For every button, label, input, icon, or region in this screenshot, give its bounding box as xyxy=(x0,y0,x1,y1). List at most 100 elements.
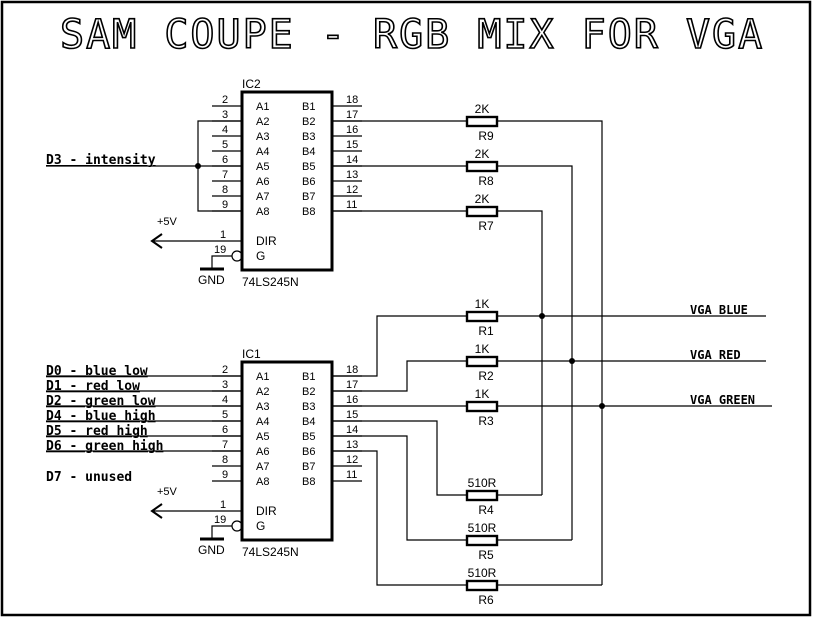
ic2-a-pin-number: 9 xyxy=(222,199,228,211)
ic2-vcc-label: +5V xyxy=(157,216,178,228)
ic1-a-pin-number: 5 xyxy=(222,409,228,421)
ic1-gnd-label: GND xyxy=(198,543,225,557)
ic1-b-pin-number: 14 xyxy=(346,424,358,436)
junction-green xyxy=(599,403,605,409)
ic2-a-pin-number: 4 xyxy=(222,124,228,136)
input-signal-label: D1 - red low xyxy=(46,379,140,394)
ic2-a-pin-label: A1 xyxy=(256,101,269,113)
ic2-a-pin-number: 5 xyxy=(222,139,228,151)
ic2-b-pin-number: 16 xyxy=(346,124,358,136)
ic2-b-pin-number: 15 xyxy=(346,139,358,151)
resistor-r7: 2K R7 xyxy=(465,192,499,233)
ic2-ref: IC2 xyxy=(242,77,261,91)
ic1-b-pin-label: B5 xyxy=(302,431,315,443)
ic1-b-pin-number: 18 xyxy=(346,364,358,376)
resistor-icon xyxy=(465,310,499,323)
ic1-a-pin-label: A5 xyxy=(256,431,269,443)
ic1-b-pin-number: 16 xyxy=(346,394,358,406)
ic1-dir-label: DIR xyxy=(256,504,277,518)
ic1-b-pin-label: B8 xyxy=(302,476,315,488)
input-signal-label: D2 - green low xyxy=(46,394,156,409)
ic2-g-label: G xyxy=(256,249,265,263)
ic2-b-pin-number: 11 xyxy=(346,199,357,211)
ic1-g-wire xyxy=(211,525,232,538)
ic1-b4-wire xyxy=(332,420,466,496)
ic2-a-pin-label: A5 xyxy=(256,161,269,173)
ic2-b-pin-label: B4 xyxy=(302,146,315,158)
ic1-a-pin-label: A2 xyxy=(256,386,269,398)
ic1: IC1 74LS245N 2A118B13A217B24A316B35A415B… xyxy=(46,347,362,559)
ic1-g-pin: 19 xyxy=(214,514,226,526)
input-signal-label: D6 - green high xyxy=(46,439,163,454)
ic2-b-pin-label: B1 xyxy=(302,101,315,113)
ic1-b1-wire xyxy=(332,315,466,377)
ic1-b-pin-number: 11 xyxy=(346,469,357,481)
green-bus xyxy=(498,120,603,585)
schematic-title: SAM COUPE - RGB MIX FOR VGA xyxy=(60,12,764,58)
ic2-a-pin-label: A2 xyxy=(256,116,269,128)
junction-red xyxy=(569,358,575,364)
resistor-value: 1K xyxy=(475,297,490,311)
ic1-a-pin-number: 8 xyxy=(222,454,228,466)
ic1-b-pin-label: B3 xyxy=(302,401,315,413)
resistor-value: 510R xyxy=(468,566,497,580)
ic2-b-pin-label: B6 xyxy=(302,176,315,188)
resistor-icon xyxy=(465,355,499,368)
resistor-icon xyxy=(465,115,499,128)
ic2-a-pin-number: 3 xyxy=(222,109,228,121)
resistor-icon xyxy=(465,579,499,592)
ic1-vcc-arrow-icon xyxy=(150,503,163,519)
ic1-b-pin-label: B1 xyxy=(302,371,315,383)
resistor-r1: 1K R1 xyxy=(465,297,499,338)
red-bus xyxy=(498,165,573,540)
resistor-value: 1K xyxy=(475,387,490,401)
ic2-vcc-arrow-icon xyxy=(150,233,163,249)
ic1-a-pin-number: 6 xyxy=(222,424,228,436)
ic1-b-pin-label: B2 xyxy=(302,386,315,398)
ic1-b-pin-label: B6 xyxy=(302,446,315,458)
ic1-a-pin-number: 7 xyxy=(222,439,228,451)
resistor-value: 2K xyxy=(475,192,490,206)
ic2: IC2 74LS245N 2A118B13A217B24A316B35A415B… xyxy=(46,77,362,289)
ic2-g-wire xyxy=(211,255,232,268)
ic2-b-pin-number: 12 xyxy=(346,184,358,196)
input-unused: D7 - unused xyxy=(46,470,132,485)
ic2-a-pin-number: 6 xyxy=(222,154,228,166)
ic1-a-pin-number: 4 xyxy=(222,394,228,406)
resistor-icon xyxy=(465,205,499,218)
output-vga-blue: VGA BLUE xyxy=(690,303,748,317)
ic2-a-pin-number: 2 xyxy=(222,94,228,106)
resistor-network: 2KR92KR82KR71KR11KR21KR3510RR4510RR5510R… xyxy=(332,102,772,607)
resistor-ref: R7 xyxy=(478,219,494,233)
resistor-value: 510R xyxy=(468,476,497,490)
input-intensity: D3 - intensity xyxy=(46,153,156,168)
resistor-ref: R1 xyxy=(478,324,494,338)
resistor-icon xyxy=(465,534,499,547)
ic1-a-pin-label: A6 xyxy=(256,446,269,458)
output-vga-red: VGA RED xyxy=(690,348,741,362)
ic2-b-pin-label: B7 xyxy=(302,191,315,203)
junction-blue xyxy=(539,313,545,319)
ic2-gnd-label: GND xyxy=(198,273,225,287)
ic2-b-pin-label: B3 xyxy=(302,131,315,143)
ic1-g-label: G xyxy=(256,519,265,533)
resistor-icon xyxy=(465,400,499,413)
ic2-g-pin: 19 xyxy=(214,244,226,256)
resistor-ref: R6 xyxy=(478,593,494,607)
ic2-a-pin-label: A3 xyxy=(256,131,269,143)
ic2-b-pin-label: B2 xyxy=(302,116,315,128)
ic1-b2-wire xyxy=(332,360,466,392)
output-vga-green: VGA GREEN xyxy=(690,393,755,407)
resistor-ref: R5 xyxy=(478,548,494,562)
resistor-value: 2K xyxy=(475,147,490,161)
resistor-ref: R9 xyxy=(478,129,494,143)
ic1-a-pin-label: A3 xyxy=(256,401,269,413)
ic2-b-pin-number: 17 xyxy=(346,109,358,121)
ic1-b-pin-label: B7 xyxy=(302,461,315,473)
